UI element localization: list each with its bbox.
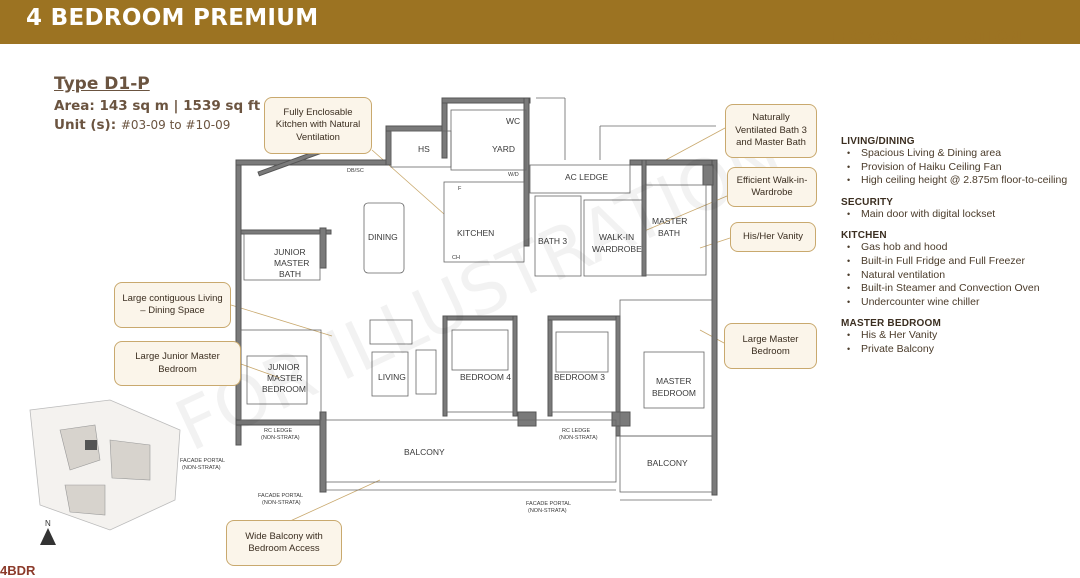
room-dining: DINING [368,232,398,242]
key-plan: N [29,399,181,545]
facade-3-label: FACADE PORTAL [526,501,571,507]
feature-item: Spacious Living & Dining area [847,147,1076,161]
rc-ledge-1-note: (NON-STRATA) [261,435,300,441]
callout-vanity: His/Her Vanity [730,222,816,252]
unit-type: Type D1-P [54,74,150,94]
label-wd: W/D [508,172,519,178]
facade-1-note: (NON-STRATA) [182,465,221,471]
area-line: Area: 143 sq m | 1539 sq ft [54,97,260,116]
page-title: 4 BEDROOM PREMIUM [26,5,319,31]
label-db: DB/SC [347,168,364,174]
room-kitchen: KITCHEN [457,228,494,238]
collection-label: LEGACY COLLECTION [829,27,1022,46]
facade-3-note: (NON-STRATA) [528,508,567,514]
callout-master: Large Master Bedroom [724,323,817,369]
room-jm-bath-3: BATH [279,269,301,279]
interior-lines [240,97,716,501]
room-walkin-1: WALK-IN [599,232,634,242]
room-hs: HS [418,144,430,154]
room-master-bath-2: BATH [658,228,680,238]
room-yard: YARD [492,144,515,154]
feature-heading: SECURITY [841,196,894,208]
room-balcony-2: BALCONY [647,458,688,468]
facade-2-note: (NON-STRATA) [262,500,301,506]
room-ac-ledge: AC LEDGE [565,172,608,182]
facade-1-label: FACADE PORTAL [180,458,225,464]
feature-section-security: SECURITY Main door with digital lockset [841,197,1076,222]
feature-item: Natural ventilation [847,269,1076,283]
room-master-bath-1: MASTER [652,216,687,226]
room-bedroom3: BEDROOM 3 [554,372,605,382]
room-jm-bed-1: JUNIOR [268,362,300,372]
room-bedroom4: BEDROOM 4 [460,372,511,382]
units-label: Unit (s): [54,117,117,133]
units-value: #03-09 to #10-09 [120,118,231,132]
area-label: Area: [54,98,95,114]
facade-2-label: FACADE PORTAL [258,493,303,499]
label-ch: CH [452,255,460,261]
rc-ledge-2-label: RC LEDGE [562,428,590,434]
room-wc: WC [506,116,520,126]
feature-item: Private Balcony [847,343,1076,357]
feature-section-living: LIVING/DINING Spacious Living & Dining a… [841,136,1076,188]
room-balcony: BALCONY [404,447,445,457]
callout-living: Large contiguous Living – Dining Space [114,282,231,328]
feature-list: LIVING/DINING Spacious Living & Dining a… [841,136,1076,366]
feature-item: Built-in Steamer and Convection Oven [847,282,1076,296]
unit-info: Type D1-P Area: 143 sq m | 1539 sq ft Un… [54,74,260,135]
walls [235,97,718,496]
area-value: 143 sq m | 1539 sq ft [99,98,261,114]
callout-kitchen: Fully Enclosable Kitchen with Natural Ve… [264,97,372,154]
callout-wardrobe: Efficient Walk-in-Wardrobe [727,167,817,207]
room-jm-bath-2: MASTER [274,258,309,268]
feature-item: Provision of Haiku Ceiling Fan [847,161,1076,175]
north-arrow-icon [40,528,56,545]
room-walkin-2: WARDROBE [592,244,642,254]
callout-bath: Naturally Ventilated Bath 3 and Master B… [725,104,817,158]
feature-section-kitchen: KITCHEN Gas hob and hood Built-in Full F… [841,230,1076,309]
rc-ledge-2-note: (NON-STRATA) [559,435,598,441]
room-master-bed-1: MASTER [656,376,691,386]
feature-item: Undercounter wine chiller [847,296,1076,310]
north-label: N [45,519,51,528]
room-living: LIVING [378,372,406,382]
rc-ledge-1-label: RC LEDGE [264,428,292,434]
units-line: Unit (s): #03-09 to #10-09 [54,116,260,135]
callout-junior: Large Junior Master Bedroom [114,341,241,386]
label-f: F [458,186,462,192]
feature-heading: MASTER BEDROOM [841,318,942,330]
feature-section-master: MASTER BEDROOM His & Her Vanity Private … [841,318,1076,356]
room-jm-bed-3: BEDROOM [262,384,306,394]
feature-heading: KITCHEN [841,230,887,242]
feature-item: High ceiling height @ 2.875m floor-to-ce… [847,174,1076,188]
room-jm-bath-1: JUNIOR [274,247,306,257]
feature-item: Gas hob and hood [847,241,1076,255]
feature-item: Main door with digital lockset [847,208,1076,222]
feature-item: Built-in Full Fridge and Full Freezer [847,255,1076,269]
room-master-bed-2: BEDROOM [652,388,696,398]
room-bath3: BATH 3 [538,236,567,246]
room-jm-bed-2: MASTER [267,373,302,383]
footer-brand: 4BDR [0,563,36,578]
header-bar: 4 BEDROOM PREMIUM [0,0,1080,44]
feature-item: His & Her Vanity [847,329,1076,343]
feature-heading: LIVING/DINING [841,136,915,147]
callout-balcony: Wide Balcony with Bedroom Access [226,520,342,566]
